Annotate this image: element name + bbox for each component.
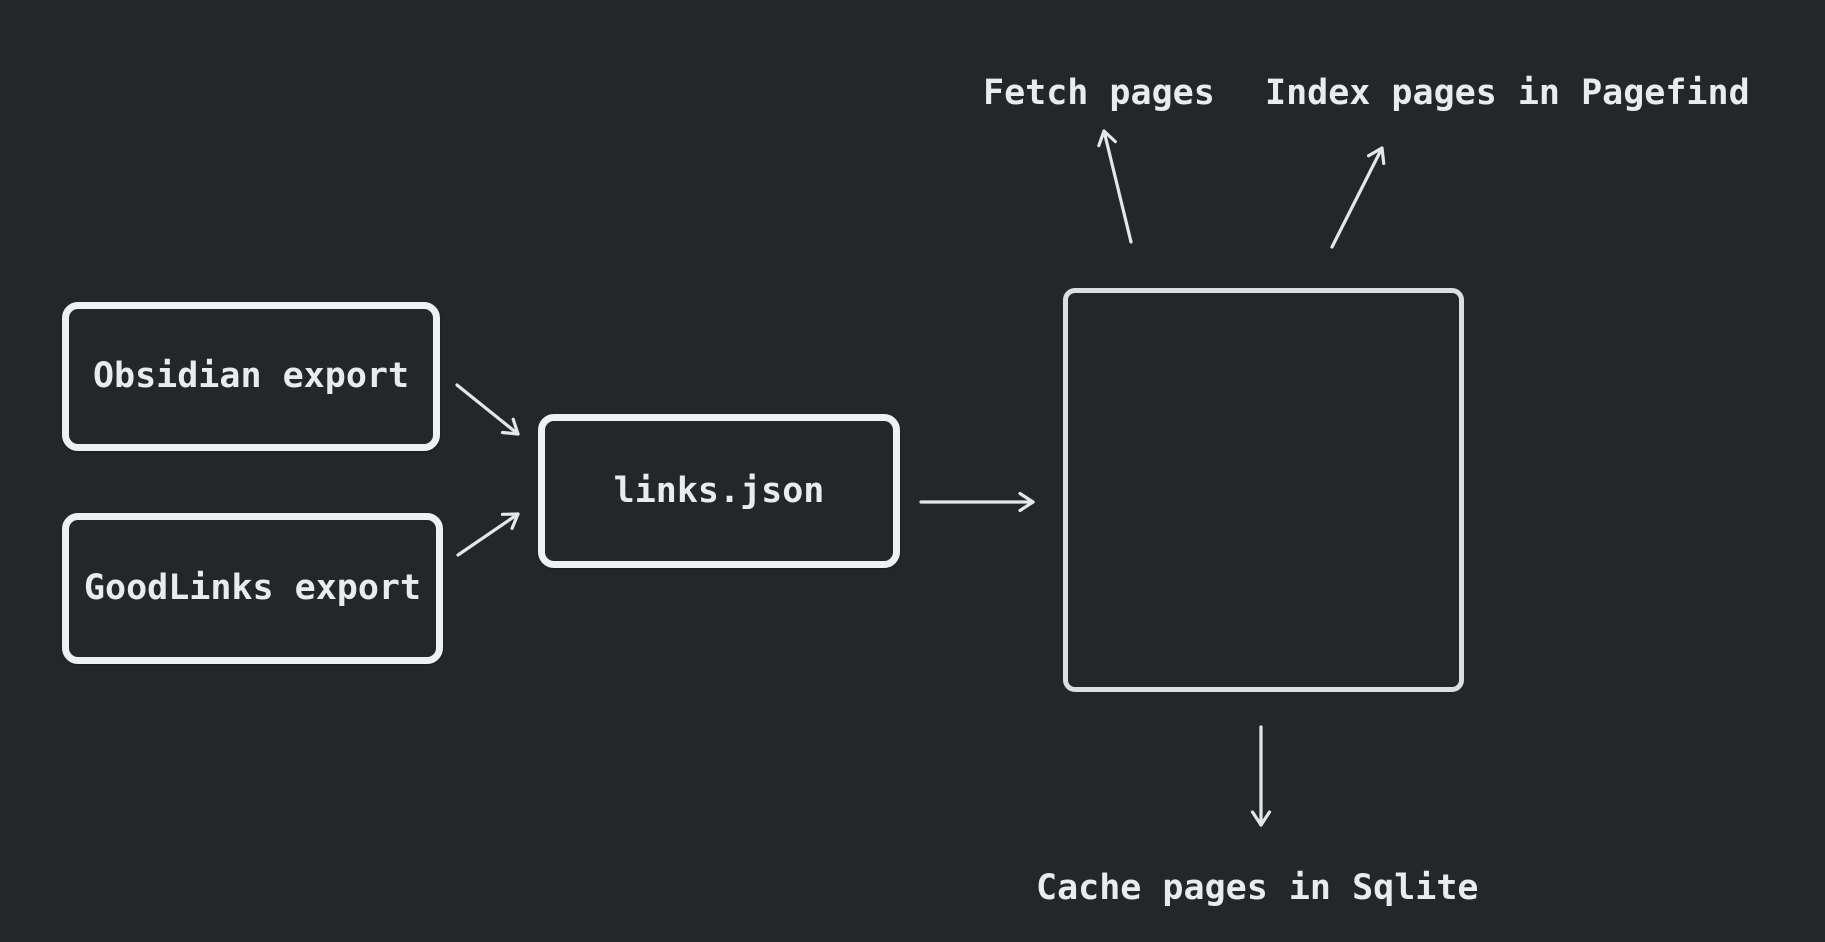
node-links-json: links.json — [538, 414, 900, 568]
arrow-obsidian-to-linksjson — [455, 383, 520, 436]
annotation-fetch-pages: Fetch pages — [983, 73, 1215, 113]
arrow-goodlinks-to-linksjson — [456, 512, 520, 557]
node-obsidian-export-label: Obsidian export — [92, 356, 410, 396]
node-processor-box — [1063, 288, 1464, 692]
node-obsidian-export: Obsidian export — [62, 302, 440, 451]
node-links-json-label: links.json — [613, 470, 825, 511]
annotation-cache-pages-in-sqlite: Cache pages in Sqlite — [1036, 868, 1479, 908]
node-goodlinks-export: GoodLinks export — [62, 513, 443, 664]
arrow-processor-to-fetch — [1097, 129, 1133, 244]
annotation-index-pages-in-pagefind: Index pages in Pagefind — [1265, 73, 1750, 113]
node-goodlinks-export-label: GoodLinks export — [83, 568, 422, 608]
arrow-processor-to-index — [1330, 146, 1386, 249]
